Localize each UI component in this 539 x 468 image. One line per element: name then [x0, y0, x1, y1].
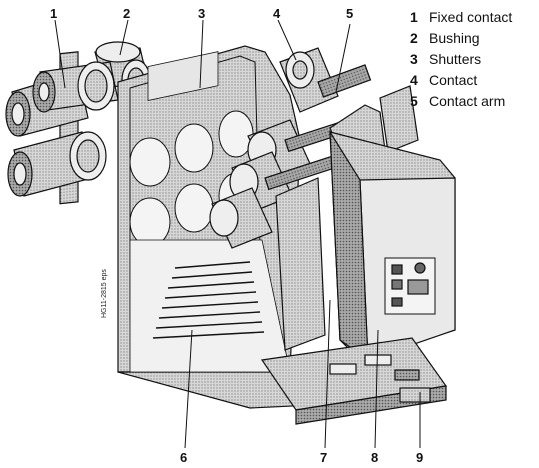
legend-number: 2 — [410, 30, 418, 46]
callout-4: 4 — [273, 6, 281, 21]
breaker-unit — [329, 85, 456, 362]
callout-numbers: 1 2 3 4 5 6 7 8 9 — [50, 6, 423, 465]
legend-number: 4 — [410, 72, 418, 88]
carriage-truck — [260, 337, 448, 425]
callout-9: 9 — [416, 450, 423, 465]
legend-number: 5 — [410, 93, 418, 109]
legend-item: 1 Fixed contact — [410, 7, 512, 28]
shutter-plate — [275, 177, 326, 351]
fixed-contact-bushing-group — [5, 41, 151, 205]
callout-3: 3 — [198, 6, 205, 21]
callout-1: 1 — [50, 6, 57, 21]
file-code-label: HG11-2815 eps — [101, 269, 108, 318]
callout-2: 2 — [123, 6, 130, 21]
legend-item: 4 Contact — [410, 70, 512, 91]
legend-number: 1 — [410, 9, 418, 25]
callout-7: 7 — [320, 450, 327, 465]
callout-5: 5 — [346, 6, 353, 21]
legend-text: Bushing — [429, 30, 480, 46]
legend-text: Contact — [429, 72, 478, 88]
callout-6: 6 — [180, 450, 187, 465]
callout-8: 8 — [371, 450, 378, 465]
legend-text: Contact arm — [429, 93, 506, 109]
legend-number: 3 — [410, 51, 418, 67]
legend-item: 3 Shutters — [410, 49, 512, 70]
cabinet-frame — [117, 45, 421, 409]
legend-item: 5 Contact arm — [410, 91, 512, 112]
legend-text: Fixed contact — [429, 9, 513, 25]
legend-item: 2 Bushing — [410, 28, 512, 49]
leader-lines — [54, 19, 421, 449]
legend-text: Shutters — [429, 51, 482, 67]
